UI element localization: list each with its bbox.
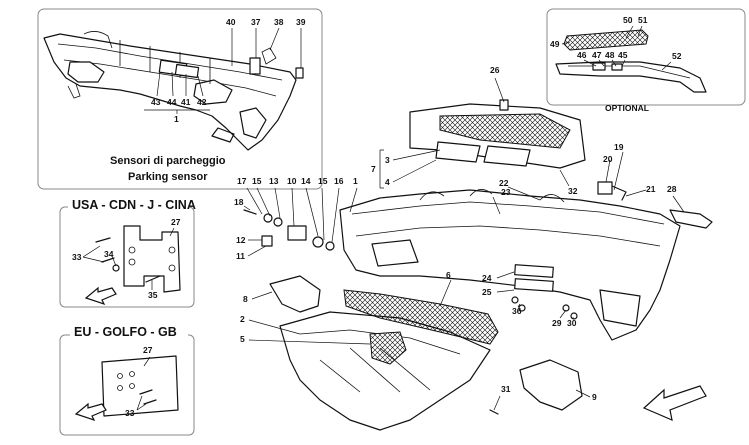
callout-2: 2 bbox=[240, 314, 245, 324]
callout-1: 1 bbox=[353, 176, 358, 186]
reflector-25 bbox=[514, 278, 554, 292]
callout-36: 36 bbox=[512, 306, 522, 316]
callout-28: 28 bbox=[667, 184, 677, 194]
callout-9: 9 bbox=[592, 392, 597, 402]
callout-23: 23 bbox=[501, 187, 511, 197]
optional-panel-frame bbox=[546, 8, 746, 106]
callout-44: 44 bbox=[167, 97, 177, 107]
callout-39: 39 bbox=[296, 17, 306, 27]
callout-4: 4 bbox=[385, 177, 390, 187]
callout-19: 19 bbox=[614, 142, 624, 152]
callout-50: 50 bbox=[623, 15, 633, 25]
callout-16: 16 bbox=[334, 176, 344, 186]
parking-sensor-bumper-drawing bbox=[43, 31, 304, 151]
callout-26: 26 bbox=[490, 65, 500, 75]
callout-1-group: 1 bbox=[174, 114, 179, 124]
eu-plate-bracket bbox=[101, 355, 179, 417]
bracket-10 bbox=[287, 225, 307, 241]
assembly-direction-arrow bbox=[642, 385, 707, 422]
callout-47: 47 bbox=[592, 50, 602, 60]
lower-mesh-strip bbox=[343, 289, 499, 345]
optional-bumper-section bbox=[555, 61, 707, 93]
parking-sensor-title-en: Parking sensor bbox=[128, 171, 208, 183]
upper-grille-mesh bbox=[439, 113, 571, 149]
trim-strip-28 bbox=[669, 209, 713, 229]
callout-31: 31 bbox=[501, 384, 511, 394]
callout-46: 46 bbox=[577, 50, 587, 60]
callout-43: 43 bbox=[151, 97, 161, 107]
callout-17: 17 bbox=[237, 176, 247, 186]
callout-8: 8 bbox=[243, 294, 248, 304]
callout-7: 7 bbox=[371, 164, 376, 174]
sensor-bracket-20 bbox=[597, 181, 613, 195]
usa-direction-arrow bbox=[84, 286, 117, 306]
main-bumper-assembly: 26 7 3 4 32 22 23 19 20 21 28 24 25 36 2… bbox=[234, 65, 713, 431]
diffuser-mesh-5 bbox=[369, 331, 407, 365]
usa-plate-panel: USA - CDN - J - CINA 33 34 27 35 bbox=[59, 197, 196, 308]
callout-11: 11 bbox=[236, 251, 245, 261]
callout-5: 5 bbox=[240, 334, 245, 344]
callout-20: 20 bbox=[603, 154, 613, 164]
callout-49: 49 bbox=[550, 39, 560, 49]
exhaust-surround-9 bbox=[519, 359, 583, 411]
usa-title-bg bbox=[68, 197, 190, 213]
parking-sensor-leaders bbox=[144, 27, 302, 114]
callout-21: 21 bbox=[646, 184, 656, 194]
usa-panel-title: USA - CDN - J - CINA bbox=[72, 198, 196, 212]
usa-plate-bracket bbox=[123, 225, 181, 293]
optional-panel: 50 51 49 46 47 48 45 52 OPTIONAL bbox=[546, 8, 746, 113]
callout-27-usa: 27 bbox=[171, 217, 181, 227]
parking-sensor-panel-frame bbox=[37, 8, 323, 190]
callout-6: 6 bbox=[446, 270, 451, 280]
eu-title-bg bbox=[70, 324, 188, 340]
callout-10: 10 bbox=[287, 176, 297, 186]
callout-15-b: 15 bbox=[318, 176, 328, 186]
callout-30: 30 bbox=[567, 318, 577, 328]
diffuser-tray bbox=[279, 311, 491, 431]
parking-sensor-panel: 40 37 38 39 43 44 41 42 1 Sensori di par… bbox=[37, 8, 323, 190]
main-bumper-body bbox=[339, 189, 681, 341]
parking-sensor-title-it: Sensori di parcheggio bbox=[110, 155, 226, 167]
callout-52: 52 bbox=[672, 51, 682, 61]
callout-13: 13 bbox=[269, 176, 279, 186]
callout-22: 22 bbox=[499, 178, 509, 188]
callout-32: 32 bbox=[568, 186, 578, 196]
callout-25: 25 bbox=[482, 287, 492, 297]
callout-41: 41 bbox=[181, 97, 191, 107]
callout-24: 24 bbox=[482, 273, 492, 283]
callout-33-usa: 33 bbox=[72, 252, 82, 262]
callout-35: 35 bbox=[148, 290, 158, 300]
optional-title: OPTIONAL bbox=[605, 103, 649, 113]
optional-mesh-insert bbox=[563, 29, 649, 51]
reflector-24 bbox=[514, 264, 554, 278]
exhaust-surround-8 bbox=[269, 275, 321, 313]
callout-38: 38 bbox=[274, 17, 284, 27]
callout-29: 29 bbox=[552, 318, 562, 328]
callout-27-eu: 27 bbox=[143, 345, 153, 355]
callout-51: 51 bbox=[638, 15, 648, 25]
callout-18: 18 bbox=[234, 197, 244, 207]
eu-direction-arrow bbox=[74, 402, 107, 422]
callout-42: 42 bbox=[197, 97, 207, 107]
callout-34: 34 bbox=[104, 249, 114, 259]
eu-plate-panel: EU - GOLFO - GB 27 33 bbox=[59, 324, 195, 436]
eu-panel-title: EU - GOLFO - GB bbox=[74, 325, 177, 339]
callout-14: 14 bbox=[301, 176, 311, 186]
callout-33-eu: 33 bbox=[125, 408, 135, 418]
callout-3: 3 bbox=[385, 155, 390, 165]
callout-40: 40 bbox=[226, 17, 236, 27]
callout-37: 37 bbox=[251, 17, 261, 27]
callout-45: 45 bbox=[618, 50, 628, 60]
callout-12: 12 bbox=[236, 235, 246, 245]
callout-15-a: 15 bbox=[252, 176, 262, 186]
callout-48: 48 bbox=[605, 50, 615, 60]
